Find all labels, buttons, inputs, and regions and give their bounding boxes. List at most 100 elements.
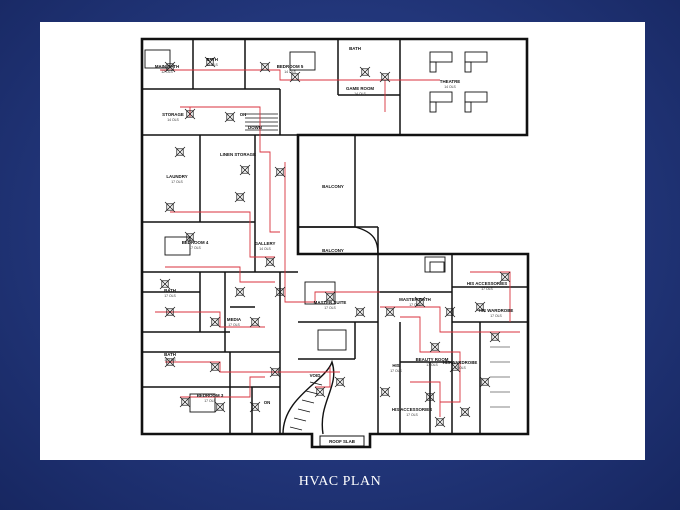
diffuser-square <box>276 168 284 176</box>
theatre-sofa <box>429 51 453 63</box>
room-label: MASTER BATH <box>399 297 431 302</box>
room-label: HIS <box>392 363 399 368</box>
room-label: MASTER SUITE <box>314 300 347 305</box>
diffuser-cross <box>174 146 186 158</box>
furniture-outline <box>144 49 171 69</box>
supply-diffuser-icon <box>449 361 461 373</box>
diffuser-square <box>241 166 249 174</box>
stair-tread <box>309 381 323 386</box>
furniture-outline <box>317 329 347 351</box>
room-airflow-label: 17 OLS <box>409 303 421 307</box>
supply-diffuser-icon <box>224 111 236 123</box>
diffuser-square <box>176 148 184 156</box>
diffuser-cross <box>414 296 426 308</box>
room-label: MEDIA <box>227 317 242 322</box>
diffuser-square <box>386 308 394 316</box>
theatre-sofa <box>464 61 472 73</box>
diffuser-cross <box>274 286 286 298</box>
theatre-sofa <box>429 61 437 73</box>
room-label: DOWN <box>248 125 262 130</box>
diffuser-cross <box>164 356 176 368</box>
duct-run <box>160 69 385 81</box>
supply-diffuser-icon <box>214 401 226 413</box>
diffuser-cross <box>314 386 326 398</box>
furniture-outline <box>289 51 316 71</box>
room-airflow-label: 17 OLS <box>426 363 438 367</box>
diffuser-square <box>186 233 194 241</box>
room-airflow-label: 17 OLS <box>204 399 216 403</box>
duct-run <box>180 376 265 398</box>
diffuser-cross <box>269 366 281 378</box>
diffuser-cross <box>164 201 176 213</box>
diffuser-square <box>276 288 284 296</box>
stair-tread <box>305 390 319 395</box>
diffuser-cross <box>239 164 251 176</box>
diffuser-cross <box>204 56 216 68</box>
supply-diffuser-icon <box>479 376 491 388</box>
furniture-outline <box>189 393 216 413</box>
diffuser-square <box>261 63 269 71</box>
furniture-outline <box>429 261 445 273</box>
room-label: GAME ROOM <box>346 86 374 91</box>
diffuser-cross <box>324 291 336 303</box>
diffuser-square <box>501 273 509 281</box>
diffuser-cross <box>379 386 391 398</box>
room-airflow-label: 14 OLS <box>284 70 296 74</box>
room-label: HIS WARDROBE <box>443 360 478 365</box>
room-airflow-label: 17 OLS <box>390 369 402 373</box>
diffuser-layer <box>159 56 511 428</box>
diffuser-square <box>226 113 234 121</box>
diffuser-square <box>491 333 499 341</box>
spiral-stair <box>282 359 335 435</box>
diffuser-square <box>271 368 279 376</box>
room-airflow-label: 14 OLS <box>354 92 366 96</box>
supply-diffuser-icon <box>314 386 326 398</box>
room-label: BALCONY <box>322 184 344 189</box>
supply-diffuser-icon <box>354 306 366 318</box>
supply-diffuser-icon <box>179 396 191 408</box>
diffuser-square <box>211 318 219 326</box>
supply-diffuser-icon <box>414 296 426 308</box>
room-label: VOID <box>310 373 321 378</box>
diffuser-cross <box>274 166 286 178</box>
room-label: BALCONY <box>322 248 344 253</box>
diffuser-cross <box>259 61 271 73</box>
diffuser-square <box>381 388 389 396</box>
supply-diffuser-icon <box>159 278 171 290</box>
diffuser-cross <box>184 108 196 120</box>
diffuser-square <box>166 63 174 71</box>
furniture-outline <box>164 236 191 256</box>
diffuser-square <box>336 378 344 386</box>
diffuser-cross <box>209 361 221 373</box>
diffuser-cross <box>214 401 226 413</box>
theatre-sofa <box>464 51 488 63</box>
room-airflow-label: 17 OLS <box>454 366 466 370</box>
furniture-outline <box>304 281 336 305</box>
room-label: BEDROOM 3 <box>197 393 224 398</box>
room-airflow-label: 14 OLS <box>444 85 456 89</box>
supply-diffuser-icon <box>249 316 261 328</box>
theatre-sofa <box>464 91 488 103</box>
supply-diffuser-icon <box>274 166 286 178</box>
room-label: HIS WARDROBE <box>479 308 514 313</box>
diffuser-square <box>431 343 439 351</box>
diffuser-cross <box>479 376 491 388</box>
diffuser-cross <box>354 306 366 318</box>
diffuser-square <box>316 388 324 396</box>
diffuser-square <box>461 408 469 416</box>
supply-diffuser-icon <box>184 108 196 120</box>
room-label: ON <box>240 112 247 117</box>
duct-run <box>284 162 380 303</box>
supply-diffuser-icon <box>259 61 271 73</box>
diffuser-cross <box>184 231 196 243</box>
diffuser-square <box>291 73 299 81</box>
room-airflow-label: 12 OLS <box>161 70 173 74</box>
supply-diffuser-icon <box>474 301 486 313</box>
diffuser-cross <box>224 111 236 123</box>
supply-diffuser-icon <box>274 286 286 298</box>
supply-diffuser-icon <box>434 416 446 428</box>
room-label: GALLERY <box>255 241 276 246</box>
diffuser-square <box>211 363 219 371</box>
diffuser-cross <box>249 316 261 328</box>
